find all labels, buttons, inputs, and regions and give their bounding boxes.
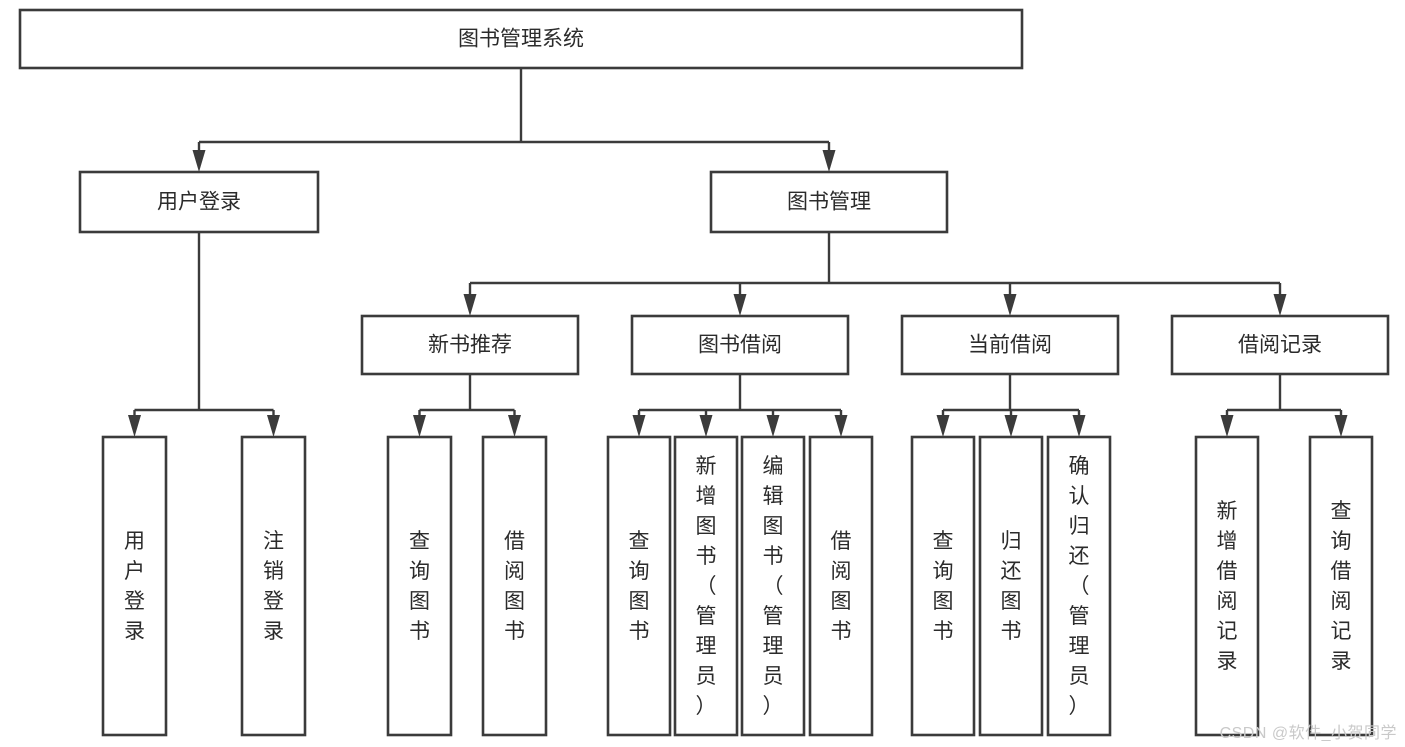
- node-label: 查询图书: [629, 530, 650, 643]
- node-box: [709, 170, 949, 234]
- node-current-borrow[interactable]: 当前借阅: [900, 314, 1120, 376]
- node-label: 借阅图书: [504, 530, 525, 643]
- node-leaf-edit-book-admin[interactable]: 编辑图书（管理员）: [740, 435, 806, 737]
- node-label: 借阅记录: [1238, 334, 1322, 357]
- node-layer: 图书管理系统用户登录图书管理新书推荐图书借阅当前借阅借阅记录用户登录注销登录查询…: [18, 8, 1390, 737]
- node-label: 用户登录: [157, 191, 241, 214]
- node-label: 归还图书: [1001, 530, 1022, 643]
- arrow-head-icon: [463, 294, 477, 316]
- node-leaf-add-book-admin[interactable]: 新增图书（管理员）: [673, 435, 739, 737]
- arrow-head-icon: [413, 415, 426, 437]
- node-box: [78, 170, 320, 234]
- node-label: 确认归还（管理员）: [1069, 455, 1090, 718]
- node-box: [1046, 435, 1112, 737]
- arrow-head-icon: [936, 415, 950, 437]
- arrow-head-icon: [1004, 415, 1018, 437]
- node-leaf-borrow-book[interactable]: 借阅图书: [808, 435, 874, 737]
- node-leaf-confirm-return-admin[interactable]: 确认归还（管理员）: [1046, 435, 1112, 737]
- arrow-head-icon: [733, 294, 747, 316]
- arrow-head-icon: [632, 415, 646, 437]
- node-box: [101, 435, 168, 737]
- node-box: [606, 435, 672, 737]
- arrow-head-icon: [1273, 294, 1287, 316]
- node-leaf-query-book-borrow[interactable]: 查询图书: [606, 435, 672, 737]
- node-leaf-add-borrow-record[interactable]: 新增借阅记录: [1194, 435, 1260, 737]
- arrow-head-icon: [1072, 415, 1086, 437]
- node-borrow-record[interactable]: 借阅记录: [1170, 314, 1390, 376]
- arrow-head-icon: [1334, 415, 1348, 437]
- node-box: [630, 314, 850, 376]
- node-label: 新书推荐: [428, 334, 512, 357]
- arrow-head-icon: [766, 415, 780, 437]
- node-label: 编辑图书（管理员）: [763, 455, 784, 718]
- node-box: [481, 435, 548, 737]
- node-box: [18, 8, 1024, 70]
- node-box: [1194, 435, 1260, 737]
- node-box: [910, 435, 976, 737]
- connector-layer: [128, 68, 1348, 437]
- node-label: 图书借阅: [698, 334, 782, 357]
- node-box: [740, 435, 806, 737]
- node-leaf-query-book-recommend[interactable]: 查询图书: [386, 435, 453, 737]
- node-label: 查询图书: [409, 530, 430, 643]
- node-new-book-recommend[interactable]: 新书推荐: [360, 314, 580, 376]
- node-box: [808, 435, 874, 737]
- node-label: 新增图书（管理员）: [696, 455, 717, 718]
- node-root[interactable]: 图书管理系统: [18, 8, 1024, 70]
- node-box: [386, 435, 453, 737]
- node-box: [900, 314, 1120, 376]
- node-label: 用户登录: [124, 530, 145, 643]
- arrow-head-icon: [192, 150, 206, 172]
- node-book-borrow[interactable]: 图书借阅: [630, 314, 850, 376]
- node-label: 查询借阅记录: [1331, 500, 1352, 673]
- node-label: 当前借阅: [968, 334, 1052, 357]
- node-box: [1308, 435, 1374, 737]
- node-box: [240, 435, 307, 737]
- node-leaf-return-book[interactable]: 归还图书: [978, 435, 1044, 737]
- node-box: [978, 435, 1044, 737]
- node-box: [1170, 314, 1390, 376]
- arrow-head-icon: [128, 415, 141, 437]
- arrow-head-icon: [822, 150, 836, 172]
- node-label: 注销登录: [263, 530, 284, 643]
- node-leaf-logout-login[interactable]: 注销登录: [240, 435, 307, 737]
- node-label: 图书管理系统: [458, 28, 584, 51]
- node-label: 新增借阅记录: [1217, 500, 1238, 673]
- node-leaf-query-book-current[interactable]: 查询图书: [910, 435, 976, 737]
- arrow-head-icon: [834, 415, 848, 437]
- node-label: 图书管理: [787, 191, 871, 214]
- arrow-head-icon: [1220, 415, 1234, 437]
- node-label: 借阅图书: [831, 530, 852, 643]
- arrow-head-icon: [1003, 294, 1017, 316]
- node-leaf-borrow-book-recommend[interactable]: 借阅图书: [481, 435, 548, 737]
- arrow-head-icon: [267, 415, 280, 437]
- node-label: 查询图书: [933, 530, 954, 643]
- node-user-login[interactable]: 用户登录: [78, 170, 320, 234]
- node-box: [360, 314, 580, 376]
- node-leaf-user-login[interactable]: 用户登录: [101, 435, 168, 737]
- node-box: [673, 435, 739, 737]
- arrow-head-icon: [508, 415, 521, 437]
- node-leaf-query-borrow-record[interactable]: 查询借阅记录: [1308, 435, 1374, 737]
- arrow-head-icon: [699, 415, 713, 437]
- node-book-management[interactable]: 图书管理: [709, 170, 949, 234]
